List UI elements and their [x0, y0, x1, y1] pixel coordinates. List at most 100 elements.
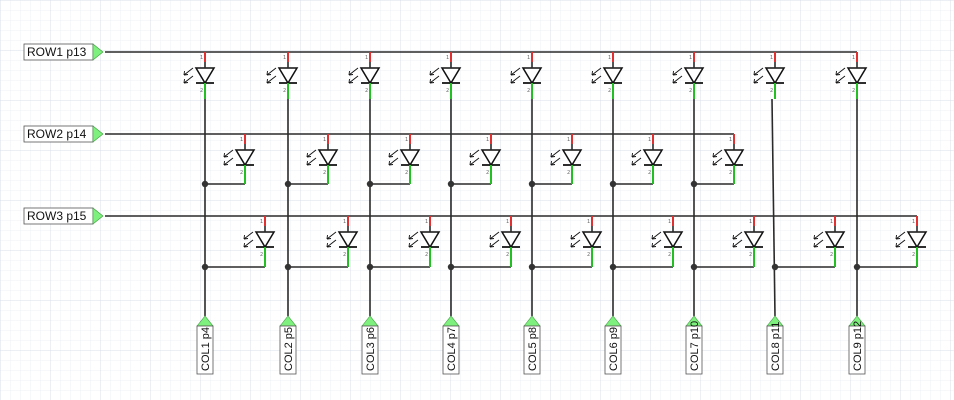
junction-dot-icon — [528, 263, 536, 271]
junction-dot-icon — [447, 180, 455, 188]
light-rays-icon — [813, 231, 824, 248]
col8-wire — [771, 98, 776, 317]
pin-number-2: 2 — [260, 252, 263, 258]
pin-number-2: 2 — [527, 88, 530, 94]
col-label-text: COL3 p6 — [365, 327, 377, 371]
led-r3-c8: 12 — [813, 216, 846, 263]
junction-dot-icon — [690, 263, 698, 271]
light-rays-icon — [570, 231, 581, 248]
light-rays-icon — [651, 231, 662, 248]
net-label-row1[interactable]: ROW1 p13 — [23, 43, 104, 61]
col-label-text: COL7 p10 — [689, 321, 701, 371]
pin-number-1: 1 — [830, 219, 833, 225]
net-label-row3[interactable]: ROW3 p15 — [23, 207, 104, 225]
led-r1-c5: 12 — [510, 52, 543, 99]
light-rays-icon — [672, 67, 683, 84]
net-label-col6[interactable]: COL6 p9 — [604, 315, 622, 375]
net-label-col9[interactable]: COL9 p12 — [848, 315, 866, 375]
light-rays-icon — [631, 149, 642, 166]
pin-number-2: 2 — [852, 88, 855, 94]
net-label-row2[interactable]: ROW2 p14 — [23, 125, 104, 143]
light-rays-icon — [550, 149, 561, 166]
light-rays-icon — [489, 231, 500, 248]
led-r1-c6: 12 — [591, 52, 624, 99]
net-label-pin-icon — [92, 43, 104, 61]
led-r3-c1: 12 — [243, 216, 276, 263]
pin-number-2: 2 — [668, 252, 671, 258]
pin-number-2: 2 — [506, 252, 509, 258]
light-rays-icon — [895, 231, 906, 248]
led-r2-c4: 12 — [469, 134, 502, 181]
light-rays-icon — [348, 67, 359, 84]
pin-number-1: 1 — [283, 55, 286, 61]
pin-number-2: 2 — [729, 170, 732, 176]
pin-number-1: 1 — [668, 219, 671, 225]
net-label-pin-icon — [92, 125, 104, 143]
pin-number-1: 1 — [749, 219, 752, 225]
junction-dot-icon — [609, 263, 617, 271]
light-rays-icon — [243, 231, 254, 248]
light-rays-icon — [835, 67, 846, 84]
junction-dot-icon — [528, 180, 536, 188]
pin-number-2: 2 — [749, 252, 752, 258]
junction-dot-icon — [771, 263, 779, 271]
net-label-col5[interactable]: COL5 p8 — [523, 315, 541, 375]
net-label-pin-icon — [92, 207, 104, 225]
pin-number-1: 1 — [587, 219, 590, 225]
light-rays-icon — [408, 231, 419, 248]
pin-number-1: 1 — [689, 55, 692, 61]
led-r2-c7: 12 — [712, 134, 745, 181]
net-label-col2[interactable]: COL2 p5 — [279, 315, 297, 375]
pin-number-1: 1 — [323, 137, 326, 143]
net-label-col7[interactable]: COL7 p10 — [685, 315, 703, 375]
pin-number-1: 1 — [729, 137, 732, 143]
col-label-text: COL4 p7 — [446, 327, 458, 371]
pin-number-1: 1 — [648, 137, 651, 143]
col-label-text: COL1 p4 — [200, 327, 212, 371]
pin-number-2: 2 — [323, 170, 326, 176]
pin-number-1: 1 — [240, 137, 243, 143]
pin-number-1: 1 — [425, 219, 428, 225]
net-label-col3[interactable]: COL3 p6 — [361, 315, 379, 375]
led-r2-c6: 12 — [631, 134, 664, 181]
light-rays-icon — [429, 67, 440, 84]
led-r3-c5: 12 — [570, 216, 603, 263]
pin-number-2: 2 — [587, 252, 590, 258]
col-label-text: COL5 p8 — [527, 327, 539, 371]
col-label-text: COL2 p5 — [283, 327, 295, 371]
pin-number-2: 2 — [283, 88, 286, 94]
junction-dot-icon — [690, 180, 698, 188]
pin-number-1: 1 — [770, 55, 773, 61]
pin-number-1: 1 — [365, 55, 368, 61]
light-rays-icon — [753, 67, 764, 84]
led-r1-c9: 12 — [835, 52, 868, 99]
row-label-text: ROW1 p13 — [27, 45, 87, 59]
leds-layer: 1212121212121212121212121212121212121212… — [183, 52, 928, 267]
row-label-text: ROW3 p15 — [27, 209, 87, 223]
junction-dot-icon — [201, 180, 209, 188]
col-label-text: COL9 p12 — [852, 321, 864, 371]
junction-dot-icon — [284, 263, 292, 271]
pin-number-1: 1 — [405, 137, 408, 143]
pin-number-2: 2 — [608, 88, 611, 94]
led-r3-c4: 12 — [489, 216, 522, 263]
junction-dot-icon — [853, 263, 861, 271]
led-r3-c7: 12 — [732, 216, 765, 263]
light-rays-icon — [223, 149, 234, 166]
pin-number-2: 2 — [486, 170, 489, 176]
light-rays-icon — [469, 149, 480, 166]
pin-number-1: 1 — [567, 137, 570, 143]
junctions-layer — [201, 180, 861, 271]
net-label-col1[interactable]: COL1 p4 — [196, 315, 214, 375]
junction-dot-icon — [609, 180, 617, 188]
led-r3-c9: 12 — [895, 216, 928, 263]
pin-number-1: 1 — [527, 55, 530, 61]
wires-layer — [105, 51, 917, 317]
net-label-col8[interactable]: COL8 p11 — [766, 315, 784, 375]
net-label-col4[interactable]: COL4 p7 — [442, 315, 460, 375]
led-r3-c6: 12 — [651, 216, 684, 263]
light-rays-icon — [591, 67, 602, 84]
light-rays-icon — [388, 149, 399, 166]
